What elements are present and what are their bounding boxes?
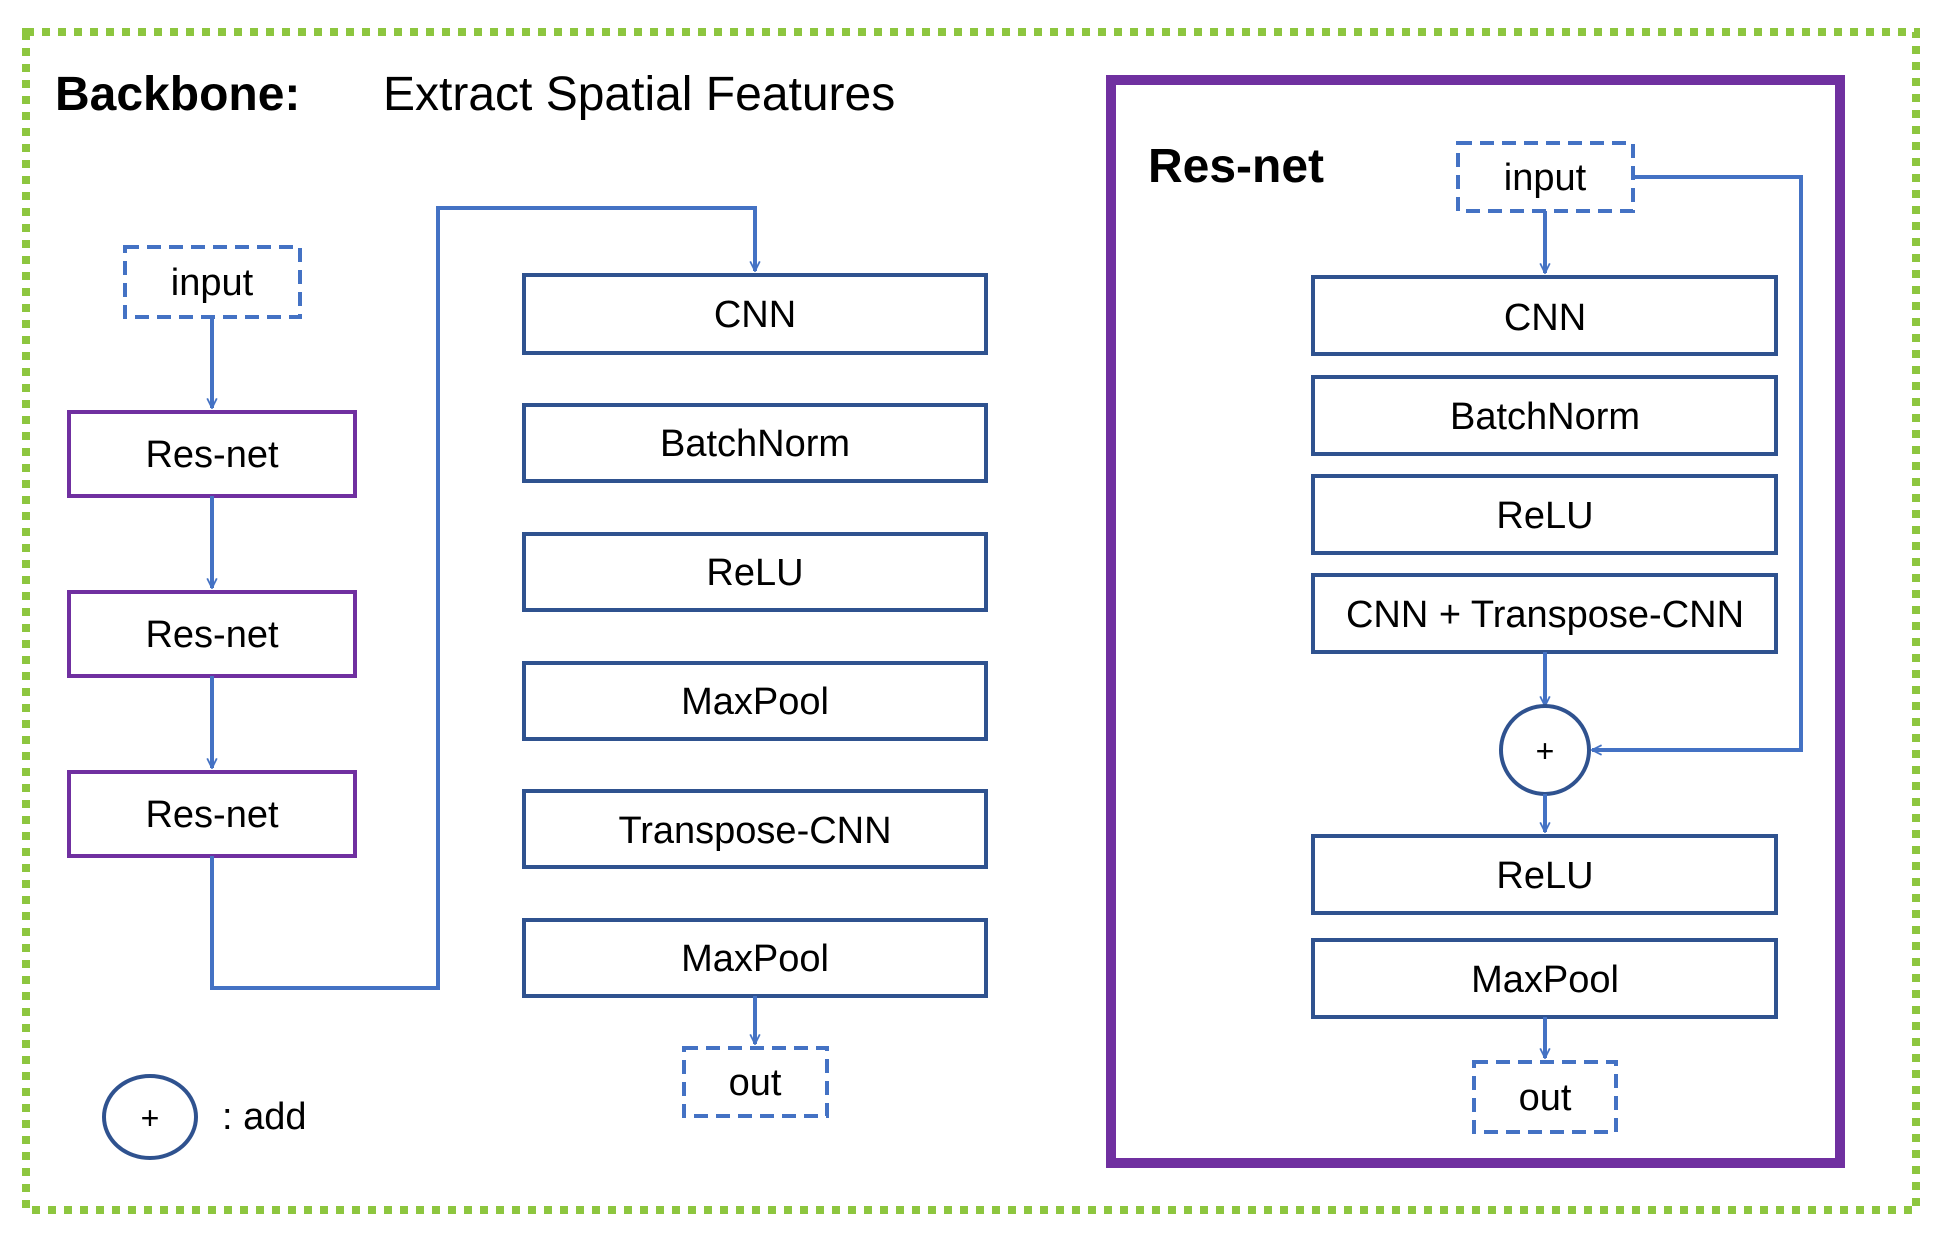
resnet-detail-cnn-transpose <box>1311 573 1778 654</box>
resnet-detail-relu-1-label: ReLU <box>1496 495 1593 537</box>
add-node-symbol: + <box>1536 733 1555 769</box>
layer-batchnorm <box>522 403 988 483</box>
resnet-block-3-label: Res-net <box>145 794 278 836</box>
page-title: Backbone: <box>55 68 300 121</box>
resnet-detail-relu-2 <box>1311 834 1778 915</box>
connector-resnet-to-cnn <box>210 206 755 990</box>
output-node-label: out <box>729 1062 782 1104</box>
layer-transpose-cnn-label: Transpose-CNN <box>618 810 891 852</box>
resnet-detail-maxpool-label: MaxPool <box>1471 959 1619 1001</box>
resnet-detail-relu-2-label: ReLU <box>1496 855 1593 897</box>
resnet-detail-output-label: out <box>1519 1077 1572 1119</box>
page-subtitle: Extract Spatial Features <box>383 68 895 121</box>
outer-frame <box>22 28 1920 1214</box>
resnet-detail-relu-1 <box>1311 474 1778 555</box>
layer-cnn-label: CNN <box>714 294 796 336</box>
layer-cnn <box>522 273 988 355</box>
layer-batchnorm-label: BatchNorm <box>660 423 850 465</box>
resnet-block-1-label: Res-net <box>145 434 278 476</box>
resnet-block-2 <box>67 590 357 678</box>
resnet-detail-batchnorm-label: BatchNorm <box>1450 396 1640 438</box>
resnet-detail-batchnorm <box>1311 375 1778 456</box>
resnet-detail-input-label: input <box>1504 157 1587 199</box>
layer-maxpool-2 <box>522 918 988 998</box>
resnet-block-1 <box>67 410 357 498</box>
layer-maxpool-1 <box>522 661 988 741</box>
layer-maxpool-2-label: MaxPool <box>681 938 829 980</box>
resnet-detail-title: Res-net <box>1148 140 1324 193</box>
add-legend-symbol: + <box>141 1100 160 1136</box>
resnet-detail-maxpool <box>1311 938 1778 1019</box>
layer-maxpool-1-label: MaxPool <box>681 681 829 723</box>
add-legend-label: : add <box>222 1096 307 1138</box>
resnet-detail-panel <box>1106 75 1845 1168</box>
resnet-detail-cnn-label: CNN <box>1504 297 1586 339</box>
output-node <box>682 1046 829 1118</box>
resnet-detail-cnn <box>1311 275 1778 356</box>
add-legend-icon <box>102 1074 198 1160</box>
resnet-block-2-label: Res-net <box>145 614 278 656</box>
layer-transpose-cnn <box>522 789 988 869</box>
residual-skip-connection <box>1592 175 1803 750</box>
resnet-block-3 <box>67 770 357 858</box>
resnet-detail-cnn-transpose-label: CNN + Transpose-CNN <box>1346 594 1744 636</box>
layer-relu-label: ReLU <box>706 552 803 594</box>
resnet-detail-output <box>1472 1060 1618 1134</box>
input-node-label: input <box>171 262 254 304</box>
layer-relu <box>522 532 988 612</box>
